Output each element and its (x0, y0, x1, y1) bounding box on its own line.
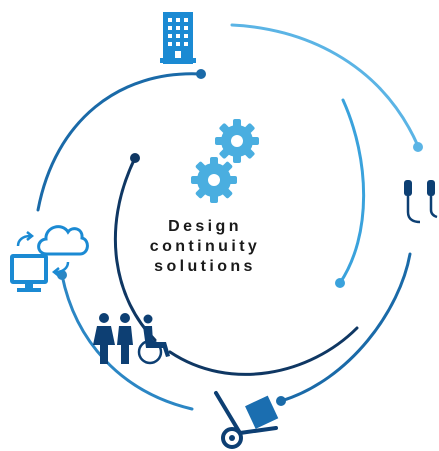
headset-icon (404, 180, 438, 224)
center-label-line2: continuity (149, 238, 261, 255)
arc-end-dot (130, 153, 140, 163)
cloud-computer-icon (10, 225, 89, 292)
gears-icon (191, 119, 259, 203)
people-icon (93, 313, 170, 365)
arc-inner-left (113, 156, 157, 342)
center-label: Design continuity solutions (120, 217, 290, 277)
center-label-line1: Design (168, 218, 242, 235)
hand-truck-icon (214, 391, 279, 449)
arc-inner-bottom (168, 326, 359, 376)
building-icon (160, 12, 196, 64)
center-label-line3: solutions (154, 258, 256, 275)
arc-end-dot (335, 278, 345, 288)
arc-inner-right (338, 98, 366, 285)
arc-right-lower (279, 252, 412, 403)
arc-end-dot (196, 69, 206, 79)
arc-end-dot (276, 396, 286, 406)
arc-top-right (230, 23, 420, 148)
arc-top-left (36, 72, 203, 212)
arc-end-dot (413, 142, 423, 152)
